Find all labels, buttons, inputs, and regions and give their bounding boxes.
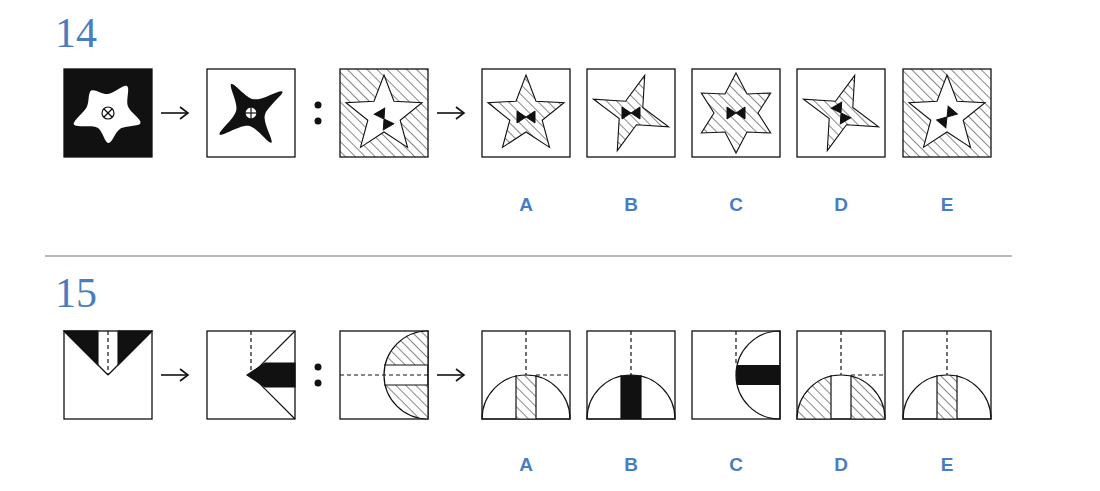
figure-line [830,375,831,419]
star-shape [488,75,564,147]
blob-shape [219,84,282,143]
star-shape [593,75,668,150]
figure-line [535,375,536,419]
analogy-arrow [161,107,188,119]
bowtie-shape [374,108,393,130]
figure-frame [797,331,885,419]
dashed-line [946,331,947,375]
option-letter: B [624,195,638,214]
figure-frame [587,331,675,419]
option-letter: D [834,195,848,214]
star-shape [346,75,422,147]
option-letter: C [729,195,743,214]
figure-frame [207,69,295,157]
figure-line [640,375,641,419]
semicircle-shape [482,375,570,419]
question-number: 14 [55,12,97,54]
bowtie-shape [937,106,958,128]
figure-line [936,375,937,419]
figure-frame [340,69,428,157]
figure-frame [692,69,780,157]
figure-frame [482,69,570,157]
figure-region [247,363,295,387]
analogy-arrow [437,107,464,119]
dashed-line [851,374,885,375]
bowtie-shape [831,102,850,124]
option-letter: A [519,195,533,214]
semicircle-shape [903,375,991,419]
semicircle-shape [736,331,780,419]
star-shape [803,75,878,150]
figure-frame [903,331,991,419]
semicircle-shape [587,375,675,419]
dashed-line [840,331,841,375]
dashed-line [107,331,108,375]
dashed-line [250,331,251,375]
bowtie-shape [517,111,535,123]
option-letter: A [519,455,533,474]
figure-line [956,375,957,419]
blob-shape [74,86,141,143]
figure-line [104,109,112,117]
dashed-line [536,374,570,375]
figure-line [250,107,251,119]
figure-frame [482,331,570,419]
bowtie-shape [622,107,640,119]
separator-line [45,255,1012,256]
star-shape [909,75,985,147]
option-letter: E [941,195,954,214]
figure-line [620,375,621,419]
figure-line [384,364,428,365]
analogy-colon [315,102,322,125]
semicircle-shape [384,331,428,419]
figure-line [64,331,108,375]
figure-frame [64,331,152,419]
option-letter: C [729,455,743,474]
figure-frame [587,69,675,157]
figure-line [108,331,152,375]
figure-frame [903,69,991,157]
analogy-arrow [161,369,188,381]
option-letter: B [624,455,638,474]
figure-line [850,375,851,419]
dashed-line [525,331,526,375]
analogy-colon [315,364,322,387]
question-number: 15 [55,272,97,314]
star-shape [701,73,770,153]
analogy-arrow [437,369,464,381]
semicircle-shape [797,375,885,419]
option-letter: D [834,455,848,474]
option-letter: E [941,455,954,474]
bowtie-shape [727,107,745,119]
figure-frame [207,331,295,419]
figure-frame [797,69,885,157]
dashed-line [630,331,631,375]
dashed-line [735,331,736,365]
figure-line [384,384,428,385]
figure-frame [64,69,152,157]
figure-line [515,375,516,419]
figure-line [104,109,112,117]
